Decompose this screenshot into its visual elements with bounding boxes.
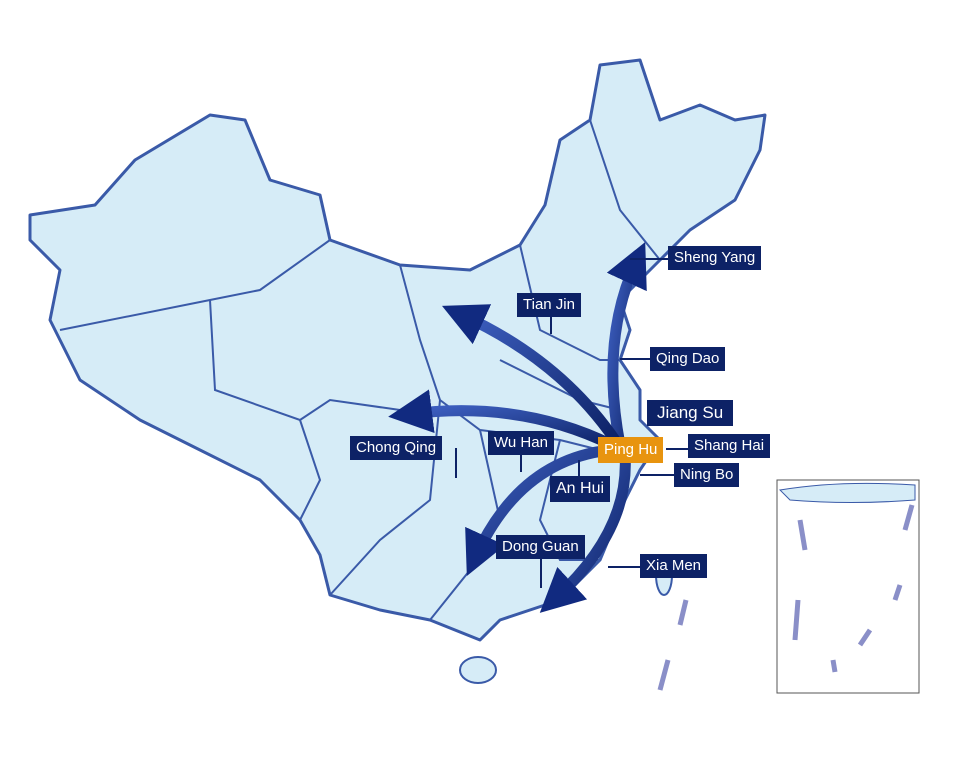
arrow-sheng-yang bbox=[606, 242, 647, 451]
south-china-sea-inset bbox=[776, 479, 920, 694]
label-sheng-yang: Sheng Yang bbox=[668, 246, 762, 270]
leader-xia-men bbox=[608, 566, 640, 568]
leader-dong-guan bbox=[540, 558, 542, 588]
leader-qing-dao bbox=[620, 358, 650, 360]
leader-tian-jin bbox=[550, 316, 552, 334]
arrow-xia-men bbox=[539, 449, 631, 613]
flow-arrows bbox=[388, 242, 647, 613]
label-an-hui: An Hui bbox=[550, 476, 611, 502]
hainan-island bbox=[459, 656, 497, 684]
leader-shang-hai bbox=[666, 448, 688, 450]
label-chong-qing: Chong Qing bbox=[350, 436, 443, 460]
label-ning-bo: Ning Bo bbox=[674, 463, 740, 487]
maritime-boundary bbox=[657, 599, 689, 691]
label-shang-hai: Shang Hai bbox=[688, 434, 771, 458]
arrow-chong-qing bbox=[388, 389, 618, 451]
label-xia-men: Xia Men bbox=[640, 554, 708, 578]
label-dong-guan: Dong Guan bbox=[496, 535, 585, 559]
label-jiang-su: Jiang Su bbox=[647, 400, 734, 426]
arrow-dong-guan bbox=[465, 444, 616, 576]
leader-sheng-yang bbox=[630, 258, 668, 260]
label-qing-dao: Qing Dao bbox=[650, 347, 726, 371]
label-wu-han: Wu Han bbox=[488, 431, 554, 455]
label-origin-ping-hu: Ping Hu bbox=[598, 437, 664, 463]
leader-ning-bo bbox=[640, 474, 674, 476]
label-tian-jin: Tian Jin bbox=[517, 293, 581, 317]
arrow-tian-jin bbox=[442, 304, 621, 446]
leader-wu-han bbox=[520, 454, 522, 472]
leader-an-hui bbox=[578, 460, 580, 476]
leader-chong-qing bbox=[455, 448, 457, 478]
